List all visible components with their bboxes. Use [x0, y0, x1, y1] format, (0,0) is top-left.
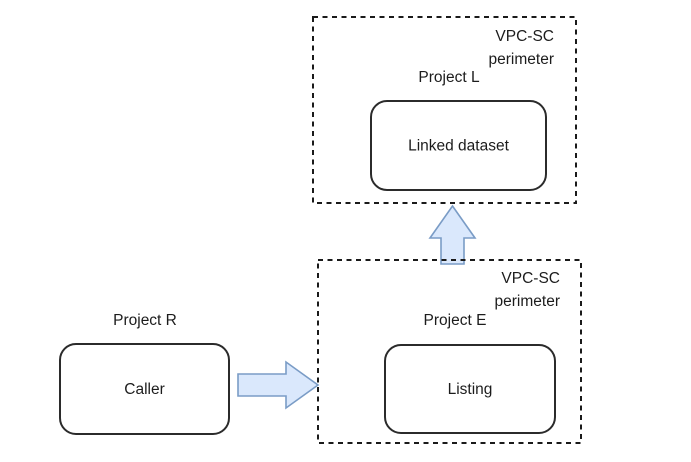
- node-caller[interactable]: Caller: [59, 343, 230, 435]
- perimeter-project-e-project-label: Project E: [424, 312, 487, 329]
- node-caller-rect: [59, 343, 230, 435]
- perimeter-project-e-border: [317, 259, 582, 444]
- perimeter-project-l-border: [312, 16, 577, 204]
- perimeter-project-e[interactable]: VPC-SC perimeter Project E Listing: [317, 259, 582, 444]
- perimeter-project-e-label-line1: VPC-SC: [501, 270, 560, 287]
- node-linked-dataset-rect: [370, 100, 547, 191]
- node-listing-label: Listing: [448, 381, 493, 398]
- perimeter-project-l[interactable]: VPC-SC perimeter Project L Linked datase…: [312, 16, 577, 204]
- group-project-r[interactable]: Project R Caller: [59, 312, 230, 435]
- arrow-caller-to-listing[interactable]: [237, 360, 320, 410]
- arrow-right-icon: [237, 360, 320, 410]
- node-listing-rect: [384, 344, 556, 434]
- node-linked-dataset-label: Linked dataset: [408, 138, 510, 155]
- perimeter-project-e-label-line2: perimeter: [495, 293, 560, 310]
- perimeter-project-l-label-line2: perimeter: [489, 51, 554, 68]
- perimeter-project-l-label-line1: VPC-SC: [495, 28, 554, 45]
- node-linked-dataset[interactable]: Linked dataset: [370, 100, 547, 191]
- arrow-up-icon: [428, 204, 477, 265]
- node-caller-label: Caller: [124, 381, 164, 398]
- perimeter-project-l-project-label: Project L: [418, 69, 480, 86]
- group-project-r-label: Project R: [113, 312, 177, 329]
- arrow-listing-to-linked-dataset[interactable]: [428, 204, 477, 265]
- node-listing[interactable]: Listing: [384, 344, 556, 434]
